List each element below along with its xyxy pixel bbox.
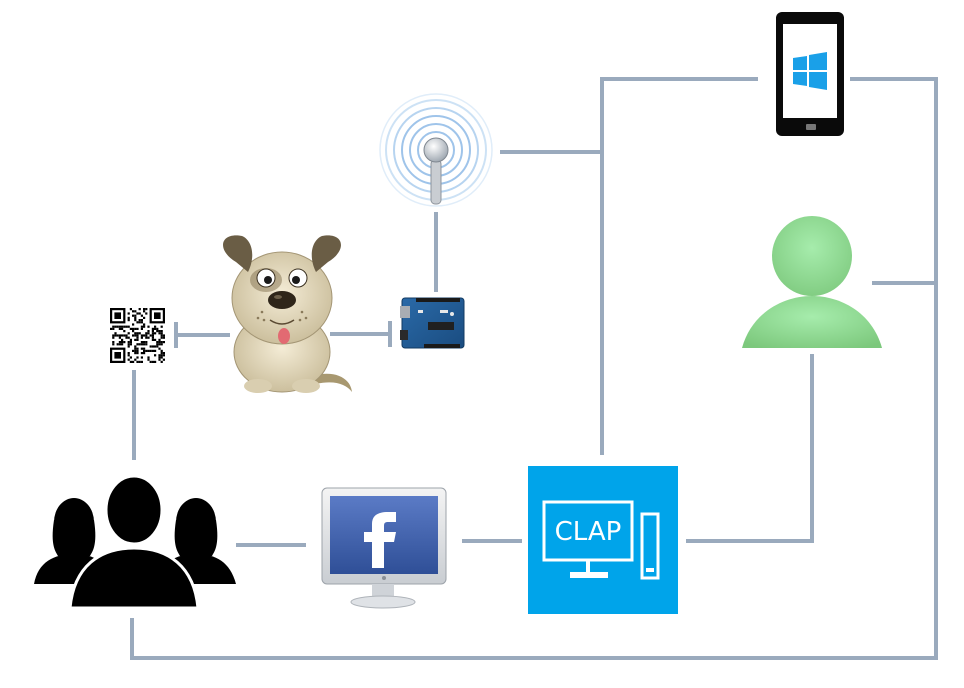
dog-icon (223, 235, 352, 393)
windows-logo-icon (793, 52, 827, 90)
group-people-icon (34, 474, 236, 610)
connectors (130, 77, 938, 660)
wireless-antenna-icon (379, 93, 493, 207)
user-silhouette-icon (742, 216, 882, 348)
qr-code-icon (108, 306, 167, 365)
facebook-monitor-icon (321, 487, 447, 609)
arduino-board-icon (400, 297, 465, 349)
clap-system-tile (528, 466, 678, 614)
clap-label: CLAP (555, 517, 622, 547)
windows-phone-icon (776, 12, 844, 136)
